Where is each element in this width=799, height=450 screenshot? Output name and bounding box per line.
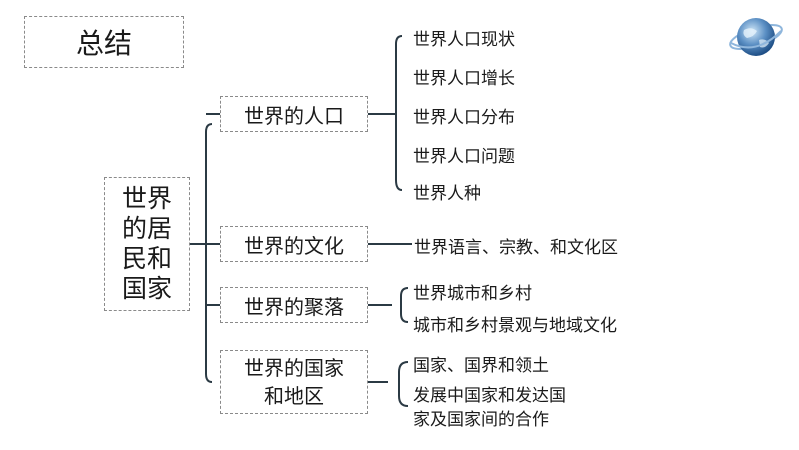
page-title: 总结 bbox=[75, 27, 132, 60]
cat2-bracket bbox=[400, 287, 409, 323]
leaf-item: 城市和乡村景观与地域文化 bbox=[413, 316, 617, 336]
leaf-line-2: 家及国家间的合作 bbox=[413, 410, 549, 430]
category-label: 世界的人口 bbox=[244, 103, 344, 128]
category-node-countries: 世界的国家 和地区 bbox=[220, 350, 368, 414]
globe-icon bbox=[729, 18, 783, 56]
leaf-item: 世界人口增长 bbox=[413, 69, 515, 89]
category-label: 世界的聚落 bbox=[244, 294, 344, 319]
root-line-3: 民和 bbox=[121, 244, 172, 273]
root-line-4: 国家 bbox=[121, 274, 172, 303]
leaf-item: 世界人口问题 bbox=[413, 147, 515, 167]
leaf-item: 世界语言、宗教、和文化区 bbox=[414, 238, 618, 258]
category-label: 世界的文化 bbox=[244, 233, 344, 258]
leaf-item: 世界城市和乡村 bbox=[413, 284, 532, 304]
cat0-bracket bbox=[395, 35, 403, 191]
cat3-bracket bbox=[398, 361, 409, 407]
root-line-1: 世界 bbox=[121, 184, 172, 213]
leaf-item-multiline: 发展中国家和发达国 家及国家间的合作 bbox=[413, 384, 566, 432]
category-node-settlement: 世界的聚落 bbox=[220, 287, 368, 323]
category-node-population: 世界的人口 bbox=[220, 96, 368, 132]
leaf-item: 世界人口分布 bbox=[413, 108, 515, 128]
root-line-2: 的居 bbox=[121, 214, 172, 243]
root-node: 世界 的居 民和 国家 bbox=[104, 177, 190, 311]
category-label-line-2: 和地区 bbox=[264, 384, 324, 408]
category-node-culture: 世界的文化 bbox=[220, 226, 368, 262]
leaf-item: 世界人口现状 bbox=[413, 30, 515, 50]
leaf-item: 世界人种 bbox=[413, 184, 481, 204]
main-bracket bbox=[205, 123, 213, 383]
leaf-line-1: 发展中国家和发达国 bbox=[413, 386, 566, 406]
title-box: 总结 bbox=[24, 16, 184, 68]
leaf-item: 国家、国界和领土 bbox=[413, 356, 549, 376]
category-label-line-1: 世界的国家 bbox=[244, 356, 344, 380]
